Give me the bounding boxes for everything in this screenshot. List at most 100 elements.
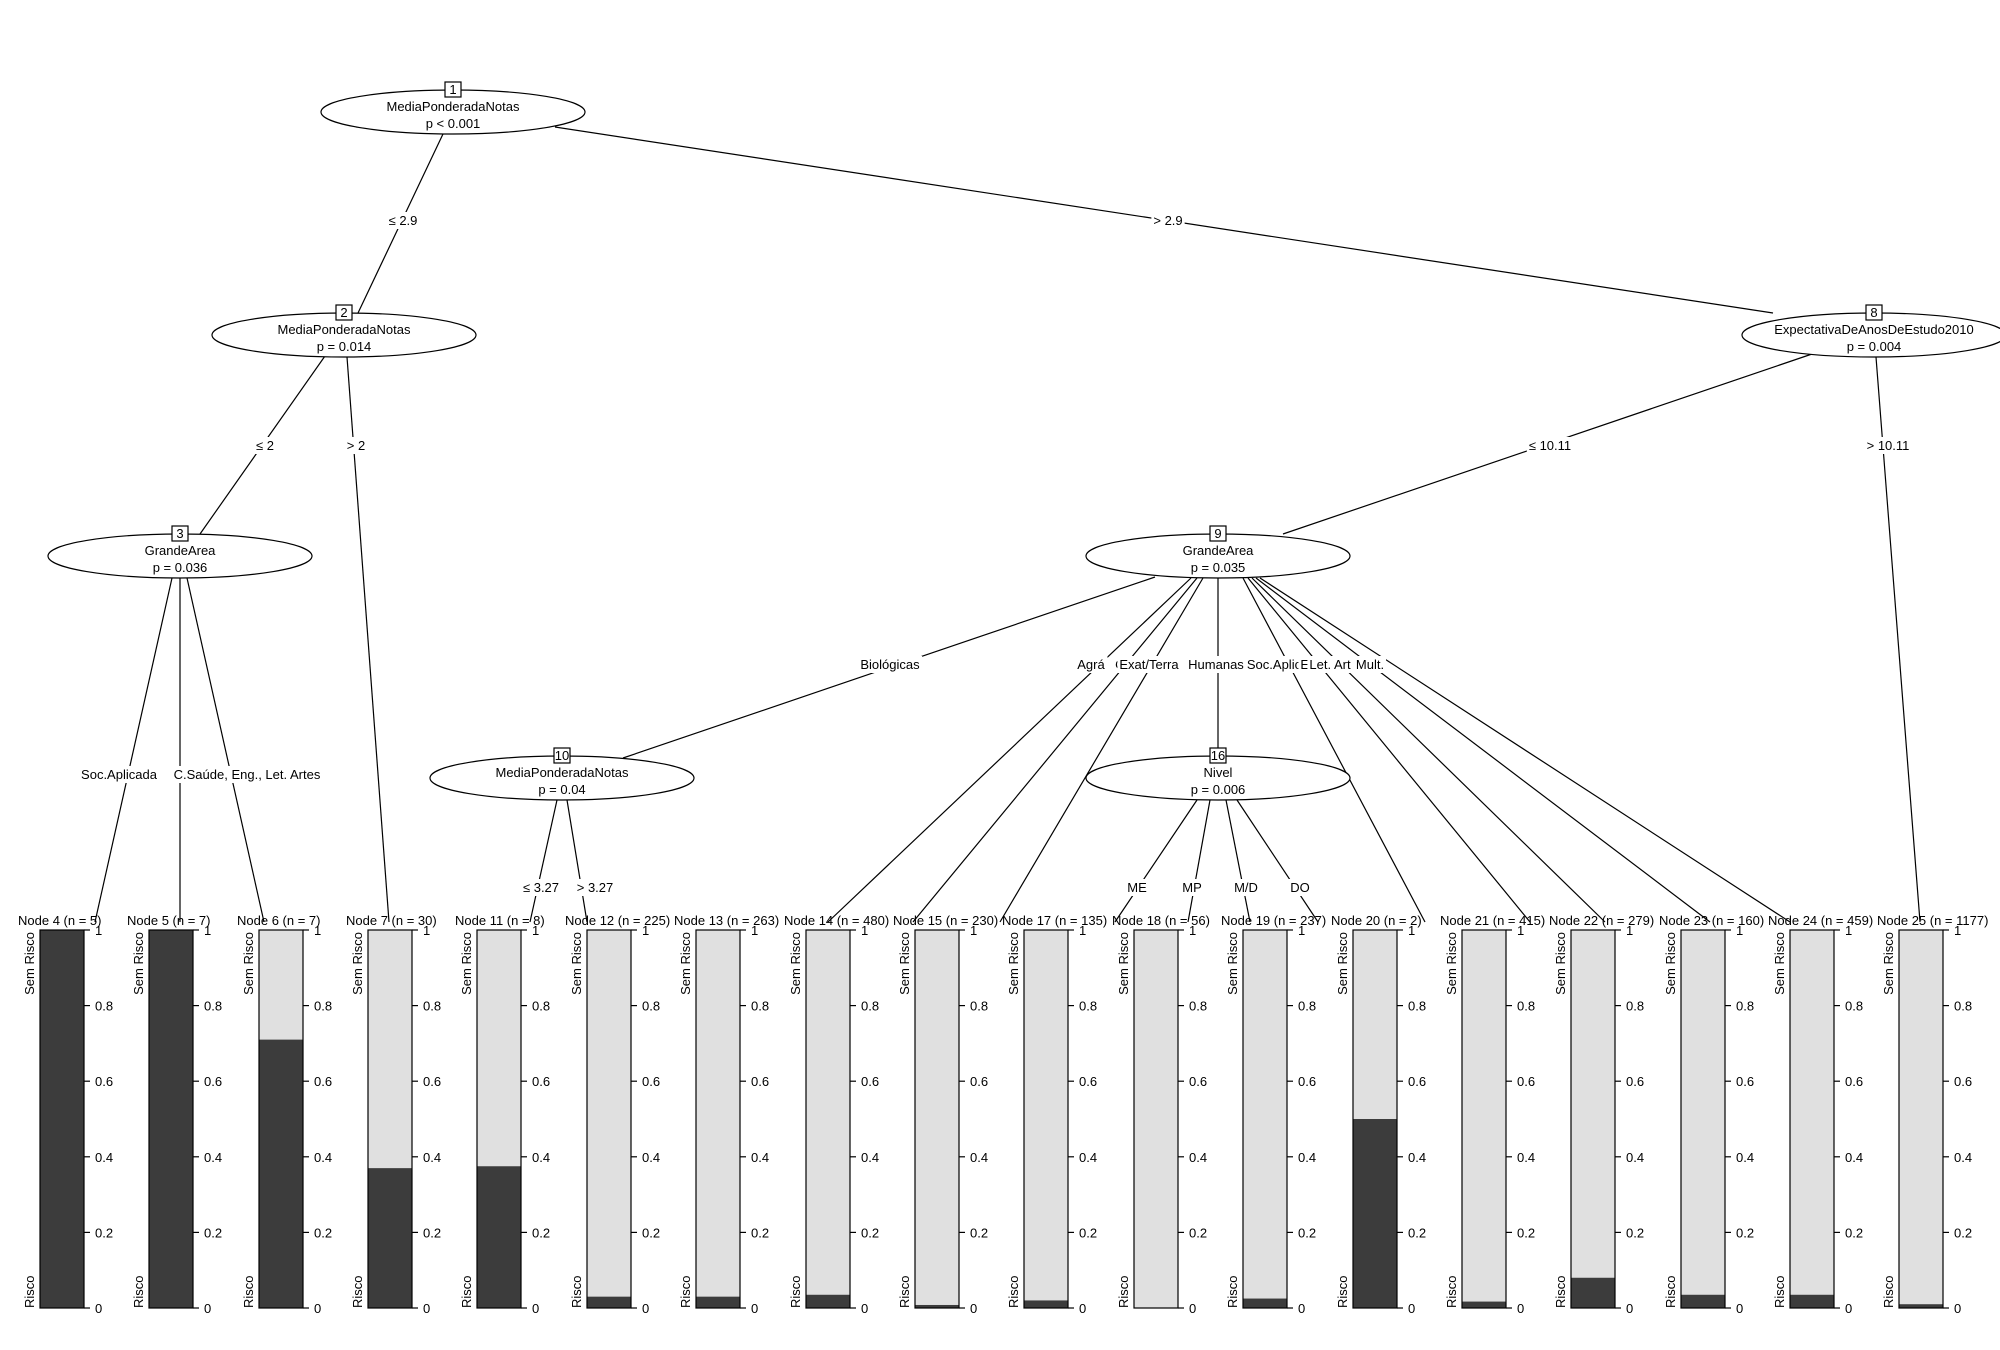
class-label-sem-risco: Sem Risco [1553, 932, 1568, 995]
class-label-risco: Risco [350, 1275, 365, 1308]
tree-edge [186, 577, 265, 923]
class-label-sem-risco: Sem Risco [459, 932, 474, 995]
edge-label-bg [1117, 656, 1182, 673]
axis-tick-label: 0.8 [642, 999, 660, 1014]
tree-edge [1236, 799, 1319, 923]
axis-tick-label: 0.4 [642, 1150, 660, 1165]
axis-tick-label: 0.4 [1736, 1150, 1754, 1165]
inner-node-id: 2 [340, 305, 347, 320]
edge-label-bg [1244, 656, 1304, 673]
class-label-risco: Risco [897, 1275, 912, 1308]
edge-label-bg [1075, 656, 1108, 673]
inner-node-id: 1 [449, 82, 456, 97]
axis-tick-label: 0.8 [861, 999, 879, 1014]
bar-sem-risco [1462, 930, 1506, 1308]
axis-tick-label: 0.6 [1736, 1074, 1754, 1089]
axis-tick-label: 0 [1408, 1301, 1415, 1316]
axis-tick-label: 0.2 [1189, 1225, 1207, 1240]
edge-label: > 2.9 [1153, 213, 1182, 228]
axis-tick-label: 0 [314, 1301, 321, 1316]
axis-tick-label: 0 [95, 1301, 102, 1316]
bar-frame [1680, 929, 1726, 1309]
axis-tick-label: 0.8 [204, 999, 222, 1014]
edge-label-bg [1151, 212, 1185, 229]
axis-tick-label: 0.4 [861, 1150, 879, 1165]
class-label-sem-risco: Sem Risco [1116, 932, 1131, 995]
axis-tick-label: 0.4 [1079, 1150, 1097, 1165]
bar-sem-risco [587, 930, 631, 1308]
bar-risco [915, 1304, 959, 1308]
tree-edge [1255, 577, 1711, 923]
bar-frame [1352, 929, 1398, 1309]
class-label-risco: Risco [1225, 1275, 1240, 1308]
inner-node-id-box [1209, 525, 1227, 542]
bar-frame [1133, 929, 1179, 1309]
terminal-node-label: Node 25 (n = 1177) [1877, 913, 1988, 928]
bar-sem-risco [1899, 930, 1943, 1308]
edge-label-bg [254, 437, 276, 454]
class-label-risco: Risco [788, 1275, 803, 1308]
edge-label: MP [1182, 880, 1202, 895]
axis-tick-label: 0.2 [204, 1225, 222, 1240]
axis-tick-label: 0.6 [95, 1074, 113, 1089]
edge-label-bg [344, 437, 368, 454]
terminal-node-label: Node 20 (n = 2) [1331, 913, 1422, 928]
axis-tick-label: 0.2 [423, 1225, 441, 1240]
axis-tick-label: 0 [204, 1301, 211, 1316]
edge-label: Agrá [1077, 657, 1105, 672]
axis-tick-label: 0.2 [1736, 1225, 1754, 1240]
edge-label-bg [1307, 656, 1353, 673]
axis-tick-label: 0.8 [970, 999, 988, 1014]
bar-frame [805, 929, 851, 1309]
class-label-risco: Risco [1663, 1275, 1678, 1308]
axis-tick-label: 1 [1408, 923, 1415, 938]
axis-tick-label: 0.6 [861, 1074, 879, 1089]
terminal-node-label: Node 7 (n = 30) [346, 913, 437, 928]
bar-frame [1570, 929, 1616, 1309]
edge-label: > 2 [347, 438, 365, 453]
edge-label-bg [1125, 879, 1150, 896]
axis-tick-label: 0.8 [423, 999, 441, 1014]
inner-node-variable: GrandeArea [1183, 543, 1255, 558]
terminal-node-label: Node 23 (n = 160) [1659, 913, 1764, 928]
inner-node-pvalue: p = 0.04 [538, 782, 585, 797]
edge-label-bg [386, 212, 420, 229]
axis-tick-label: 0.6 [751, 1074, 769, 1089]
axis-tick-label: 0 [1517, 1301, 1524, 1316]
edge-label-bg [574, 879, 616, 896]
axis-tick-label: 0.2 [642, 1225, 660, 1240]
edge-label-bg [1232, 879, 1260, 896]
axis-tick-label: 0 [642, 1301, 649, 1316]
axis-tick-label: 1 [1954, 923, 1961, 938]
tree-edge [1114, 799, 1198, 923]
bar-risco [696, 1296, 740, 1308]
class-label-sem-risco: Sem Risco [569, 932, 584, 995]
bar-sem-risco [1243, 930, 1287, 1308]
edge-label: ≤ 2.9 [389, 213, 418, 228]
bar-frame [258, 929, 304, 1309]
bar-risco [1571, 1277, 1615, 1308]
class-label-risco: Risco [1116, 1275, 1131, 1308]
tree-edge [94, 577, 173, 923]
axis-tick-label: 0.2 [970, 1225, 988, 1240]
axis-tick-label: 0.8 [1954, 999, 1972, 1014]
axis-tick-label: 0.8 [1845, 999, 1863, 1014]
axis-tick-label: 0.6 [314, 1074, 332, 1089]
bar-sem-risco [1681, 930, 1725, 1308]
bar-risco [1462, 1301, 1506, 1308]
axis-tick-label: 0.4 [1626, 1150, 1644, 1165]
axis-tick-label: 0.8 [1517, 999, 1535, 1014]
bar-risco [477, 1166, 521, 1308]
axis-tick-label: 0.6 [1517, 1074, 1535, 1089]
class-label-sem-risco: Sem Risco [1006, 932, 1021, 995]
axis-tick-label: 1 [1517, 923, 1524, 938]
bar-risco [259, 1039, 303, 1308]
axis-tick-label: 1 [314, 923, 321, 938]
axis-tick-label: 0.6 [204, 1074, 222, 1089]
inner-node-id-box [171, 525, 189, 542]
axis-tick-label: 1 [1189, 923, 1196, 938]
inner-node-variable: GrandeArea [145, 543, 217, 558]
bar-sem-risco [806, 930, 850, 1308]
axis-tick-label: 0.4 [1189, 1150, 1207, 1165]
edge-label: ≤ 3.27 [523, 880, 559, 895]
